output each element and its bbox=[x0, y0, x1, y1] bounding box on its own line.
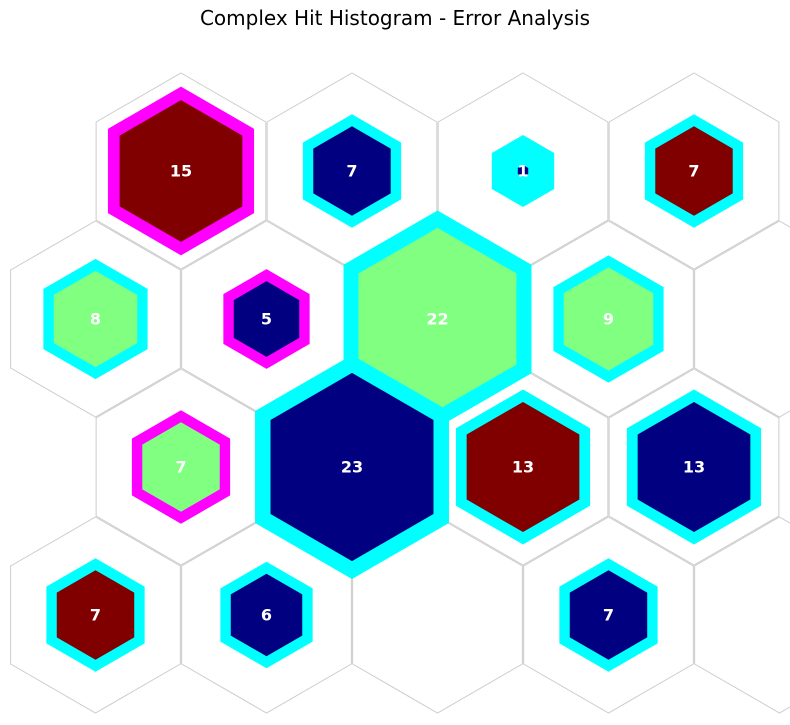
hex-fill bbox=[270, 372, 434, 562]
hex-grid-cell bbox=[694, 516, 790, 714]
cell-value-label: 7 bbox=[346, 162, 357, 181]
hex-cell: 22 bbox=[343, 210, 532, 428]
hex-fill bbox=[233, 281, 300, 357]
cell-value-label: 7 bbox=[90, 606, 101, 625]
cell-value-label: 7 bbox=[175, 458, 186, 477]
hex-cell: 8 bbox=[43, 258, 148, 380]
hex-fill bbox=[53, 270, 138, 368]
hex-cell: 13 bbox=[626, 389, 762, 545]
hex-grid-cell bbox=[608, 72, 780, 270]
hex-grid-cell bbox=[608, 368, 780, 566]
hex-cell: 23 bbox=[255, 355, 449, 579]
hex-grid-cell bbox=[523, 516, 694, 714]
hex-fill bbox=[517, 165, 529, 177]
hex-cell: 5 bbox=[223, 269, 310, 369]
hex-fill bbox=[313, 126, 391, 216]
cell-value-label: 6 bbox=[261, 606, 272, 625]
cell-value-label: 22 bbox=[426, 310, 448, 329]
hex-cell: 1 bbox=[491, 135, 555, 207]
hex-cell: 7 bbox=[302, 114, 402, 228]
hex-fill bbox=[56, 570, 135, 660]
hex-cell: 9 bbox=[553, 255, 664, 383]
hex-fill bbox=[119, 100, 243, 242]
hex-cell: 7 bbox=[644, 114, 744, 228]
hex-fill bbox=[466, 401, 580, 533]
hex-cell: 6 bbox=[220, 561, 313, 669]
hex-fill bbox=[563, 267, 654, 371]
hex-fill bbox=[358, 227, 517, 411]
hex-fill bbox=[655, 126, 733, 216]
hex-cell: 7 bbox=[559, 558, 658, 672]
hex-grid-cell bbox=[95, 72, 267, 270]
hex-grid-cell bbox=[10, 220, 181, 418]
cell-value-label: 8 bbox=[90, 310, 101, 329]
cell-value-label: 13 bbox=[683, 458, 705, 477]
hex-grid-cell bbox=[694, 220, 790, 418]
cell-value-label: 13 bbox=[512, 458, 534, 477]
hex-grid-cell bbox=[10, 516, 181, 714]
chart-title: Complex Hit Histogram - Error Analysis bbox=[199, 6, 591, 30]
cell-value-label: 1 bbox=[517, 162, 528, 181]
hex-cell: 7 bbox=[131, 410, 231, 524]
hex-cells: 15 7 1 7 8 5 22 9 7 23 13 13 7 6 7 bbox=[43, 86, 762, 672]
hex-cell: 15 bbox=[107, 86, 255, 256]
cell-value-label: 7 bbox=[603, 606, 614, 625]
hex-fill bbox=[569, 570, 648, 660]
cell-value-label: 7 bbox=[688, 162, 699, 181]
cell-value-label: 9 bbox=[603, 310, 614, 329]
cell-value-label: 23 bbox=[341, 458, 363, 477]
cell-value-label: 15 bbox=[170, 162, 192, 181]
hex-fill bbox=[142, 422, 220, 512]
hex-cell: 7 bbox=[46, 558, 145, 672]
hex-fill bbox=[230, 573, 303, 657]
hex-cell: 13 bbox=[455, 389, 591, 545]
hex-fill bbox=[637, 401, 751, 533]
cell-value-label: 5 bbox=[261, 310, 272, 329]
